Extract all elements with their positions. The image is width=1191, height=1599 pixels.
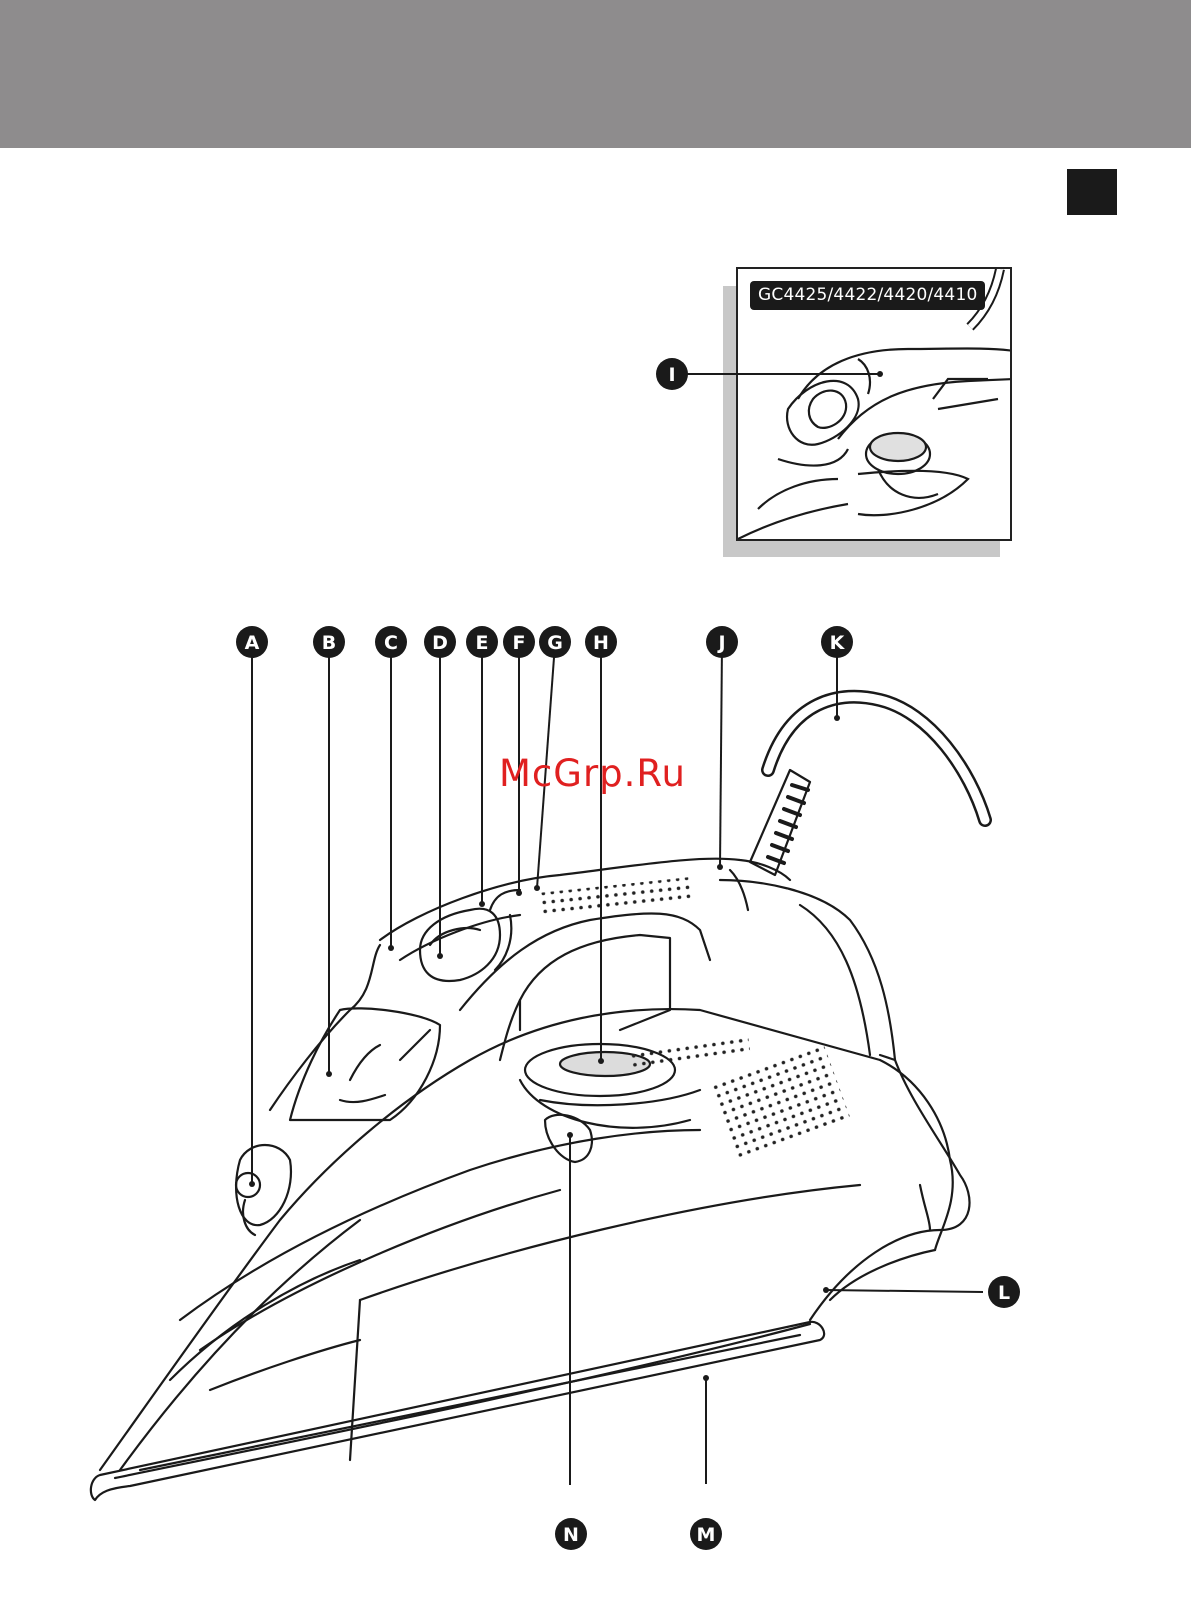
- callout-b: B: [313, 626, 345, 658]
- callout-n: N: [555, 1518, 587, 1550]
- callout-e: E: [466, 626, 498, 658]
- callout-l: L: [988, 1276, 1020, 1308]
- callout-k: K: [821, 626, 853, 658]
- callout-d-label: D: [432, 632, 448, 654]
- callout-i: I: [656, 358, 688, 390]
- callout-j-label: J: [716, 632, 725, 654]
- callout-c: C: [375, 626, 407, 658]
- callout-d: D: [424, 626, 456, 658]
- leader-l: [826, 1290, 983, 1292]
- callout-a-label: A: [245, 632, 260, 654]
- callout-m: M: [690, 1518, 722, 1550]
- callout-b-label: B: [322, 632, 336, 654]
- callout-k-label: K: [830, 632, 846, 654]
- spray-nozzle: [236, 1145, 291, 1225]
- leader-j: [720, 644, 722, 867]
- callout-h: H: [585, 626, 617, 658]
- callout-i-label: I: [668, 364, 675, 386]
- watermark-text: McGrp.Ru: [499, 752, 686, 795]
- callout-l-label: L: [998, 1282, 1010, 1304]
- callout-n-label: N: [563, 1524, 579, 1546]
- callout-g-label: G: [547, 632, 563, 654]
- callout-j: J: [706, 626, 738, 658]
- callout-e-label: E: [476, 632, 489, 654]
- callout-f-label: F: [513, 632, 526, 654]
- callout-a: A: [236, 626, 268, 658]
- callout-f: F: [503, 626, 535, 658]
- callout-m-label: M: [697, 1524, 716, 1546]
- steam-window: [290, 1008, 440, 1120]
- callout-h-label: H: [593, 632, 609, 654]
- callout-g: G: [539, 626, 571, 658]
- callout-c-label: C: [384, 632, 398, 654]
